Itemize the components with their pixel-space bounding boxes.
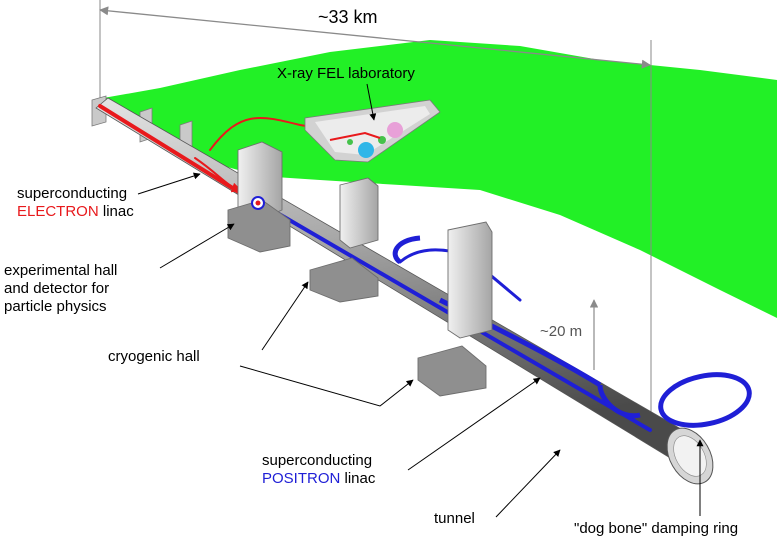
- ground-surface: [92, 40, 777, 318]
- electron-word: ELECTRON: [17, 203, 99, 220]
- tunnel-label: tunnel: [434, 510, 475, 527]
- electron-linac-label-line2: ELECTRON linac: [17, 203, 134, 221]
- positron-linac-label-line2: POSITRON linac: [262, 470, 375, 488]
- fel-lab-label: X-ray FEL laboratory: [277, 65, 415, 82]
- electron-linac-label-line1: superconducting: [17, 185, 128, 202]
- cryo-hall-label: cryogenic hall: [108, 348, 200, 365]
- large-shafts: [227, 141, 493, 397]
- exp-hall-label-line1: experimental hall: [4, 262, 118, 279]
- positron-linac-tail: linac: [344, 470, 376, 487]
- length-label: ~33 km: [318, 7, 378, 27]
- positron-linac-label-line1: superconducting: [262, 452, 373, 469]
- fel-lab-building: [304, 99, 441, 163]
- leader-lines: [137, 83, 704, 518]
- interaction-point-icon: [251, 196, 265, 210]
- exp-hall-label-line3: particle physics: [4, 298, 107, 315]
- depth-label: ~20 m: [540, 323, 583, 340]
- length-dimension: [99, 0, 652, 440]
- damping-ring-label: "dog bone" damping ring: [574, 520, 739, 537]
- positron-word: POSITRON: [262, 470, 341, 487]
- exp-hall-label-line2: and detector for: [4, 280, 110, 297]
- electron-linac-tail: linac: [102, 203, 134, 220]
